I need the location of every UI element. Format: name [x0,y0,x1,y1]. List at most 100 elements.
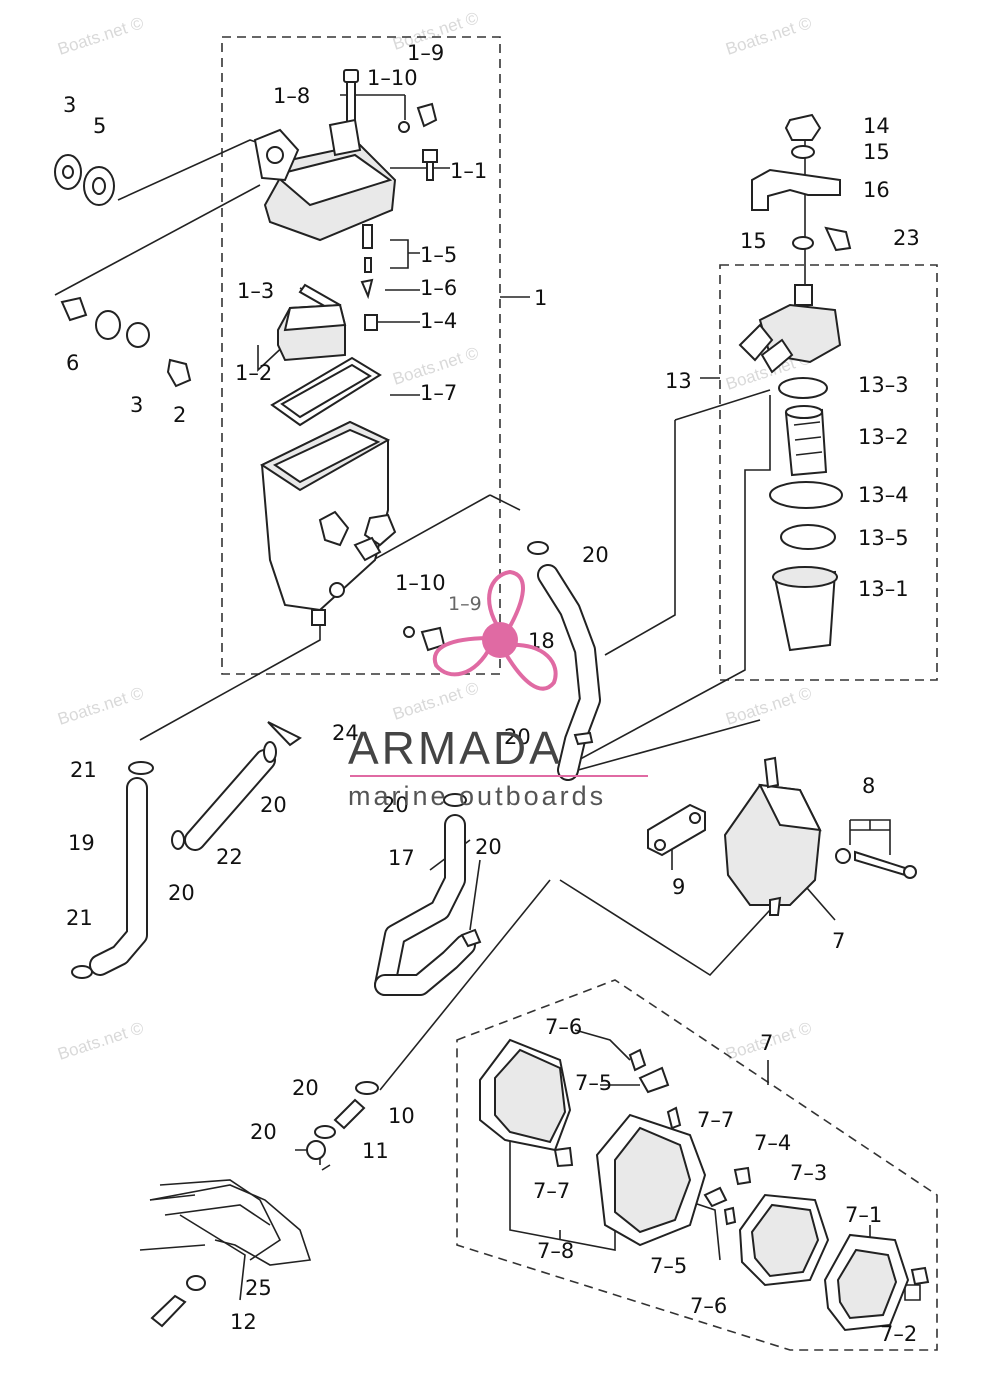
callout-label: 1–9 [448,593,482,615]
bracket-16 [751,168,841,211]
separator-drain [311,609,326,626]
o-ring-13-4 [769,481,843,509]
bolt-2 [166,358,192,388]
clamp-20 [460,928,482,948]
callout-label: 1–4 [420,309,457,333]
callout-label: 14 [863,114,890,138]
grommet-5-hole [92,177,106,195]
screw-1-8-shank [346,81,356,123]
valve-7-7 [733,1166,752,1186]
clip-24 [267,721,302,747]
needle-1-6 [360,278,374,300]
fuel-pump-nipple [763,756,780,789]
callout-label: 13–5 [858,526,909,550]
callout-label: 3 [130,393,143,417]
spring-1-5 [362,224,373,249]
nut-14 [784,113,822,141]
callout-label: 20 [504,725,531,749]
fitting-1-9 [416,102,438,128]
diaphragm-7-3 [750,1203,820,1278]
separator-boss [329,582,345,598]
callout-label: 1–3 [237,279,274,303]
callout-labels: 3 5 1–8 1–10 1–9 1–1 1–5 1–3 1–6 1 1–4 1… [63,41,920,1346]
watermark: Boats.net © [55,683,146,729]
watermark: Boats.net © [390,678,481,724]
mounting-bracket-sketch [139,1184,312,1266]
callout-label: 1–7 [420,381,457,405]
clamps [71,541,594,1328]
brand-name: ARMADA [348,722,563,774]
callout-label: 7 [832,929,845,953]
callout-label: 9 [672,875,685,899]
callout-label: 23 [893,226,920,250]
callout-label: 20 [582,543,609,567]
filter-head-stem [794,284,813,306]
separator-cover-boss [328,118,362,157]
watermark: Boats.net © [723,683,814,729]
callout-label: 7–3 [790,1161,827,1185]
pump-body-nipple [666,1106,682,1130]
screw-7-6 [723,1206,737,1226]
screw-7-2 [910,1266,930,1286]
valve-7-7 [553,1146,574,1168]
valve-7-5 [703,1186,728,1208]
callout-label: 7–7 [697,1108,734,1132]
callout-label: 7–8 [537,1239,574,1263]
callout-label: 1–10 [367,66,418,90]
callout-label: 1–6 [420,276,457,300]
filter-head-outlet [760,338,794,374]
callout-label: 20 [260,793,287,817]
gasket-9-hole [689,812,701,824]
separator-body-rim [272,428,381,484]
callout-label: 12 [230,1310,257,1334]
callout-label: 7–1 [845,1203,882,1227]
bolt-8 [854,850,906,877]
callout-label: 16 [863,178,890,202]
callout-label: 1–8 [273,84,310,108]
callout-label: 5 [93,114,106,138]
float-1-2-top [283,303,347,332]
callout-label: 11 [362,1139,389,1163]
callout-label: 1–1 [450,159,487,183]
brand-logo: ARMADA marine outboards [348,569,648,811]
separator-outlet-c [353,536,382,562]
screw-1-4 [364,314,378,331]
callout-label: 1 [534,286,547,310]
pump-cover-7-1-face [836,1248,898,1320]
callout-label: 15 [740,229,767,253]
callout-label: 13–3 [858,373,909,397]
callout-label: 13–4 [858,483,909,507]
filter-element-13-2 [784,408,828,477]
clamp-20 [171,830,185,850]
screw-7-6 [628,1048,647,1072]
callout-label: 19 [68,831,95,855]
callout-label: 7–5 [650,1254,687,1278]
callout-label: 2 [173,403,186,427]
callout-label: 20 [250,1120,277,1144]
grommet-4 [95,310,121,340]
callout-label: 20 [168,881,195,905]
washer-25 [186,1275,206,1291]
callout-label: 7 [760,1031,773,1055]
group-box-1 [221,36,501,675]
callout-label: 7–6 [690,1294,727,1318]
callout-label: 7–2 [880,1322,917,1346]
callout-label: 7–4 [754,1131,791,1155]
clamp-21 [71,965,93,979]
watermark: Boats.net © [723,13,814,59]
valve-7-5 [638,1066,670,1094]
callout-label: 7–5 [575,1071,612,1095]
callout-label: 1–2 [235,361,272,385]
leader-lines [54,94,921,1301]
fitting-12 [150,1294,187,1328]
filter-element-top [785,405,823,419]
callout-label: 1–9 [407,41,444,65]
clamp-21 [128,761,154,775]
callout-label: 24 [332,721,359,745]
clamp-20 [263,741,277,763]
callout-label: 13 [665,369,692,393]
clamp-20 [355,1081,379,1095]
washer-15-top [791,145,815,159]
callout-label: 20 [292,1076,319,1100]
callout-label: 10 [388,1104,415,1128]
